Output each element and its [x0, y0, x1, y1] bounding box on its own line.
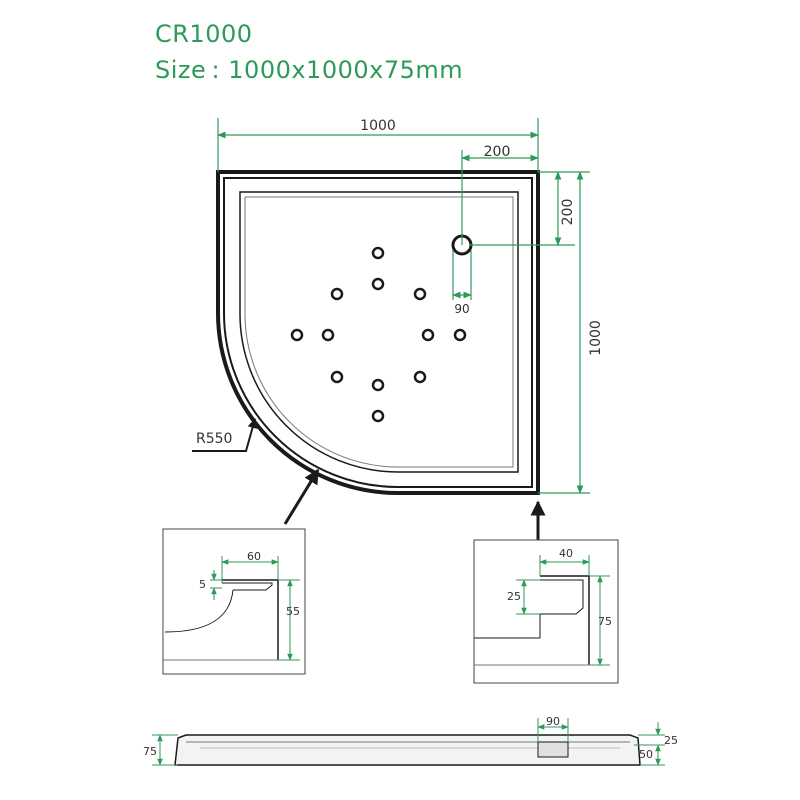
section-detail-right: 40 25 75: [473, 539, 619, 684]
detail-left-depth-label: 55: [286, 605, 300, 618]
side-drain: [537, 741, 569, 758]
jet-nozzle: [453, 328, 467, 342]
drain-diameter-label: 90: [454, 302, 469, 316]
jet-nozzle: [413, 370, 427, 384]
detail-left-lip-label: 5: [199, 578, 206, 591]
detail-right-step-label: 25: [507, 590, 521, 603]
jet-nozzle: [413, 287, 427, 301]
side-top-label: 25: [664, 734, 678, 747]
tray-plan-view: [216, 170, 540, 495]
radius-label: R550: [196, 431, 232, 447]
jet-nozzle: [290, 328, 304, 342]
jet-nozzle: [330, 370, 344, 384]
side-bottom-label: 50: [639, 748, 653, 761]
jet-nozzle: [371, 277, 385, 291]
jet-nozzle: [371, 409, 385, 423]
massage-jets: [290, 246, 467, 423]
detail-right-depth-label: 75: [598, 615, 612, 628]
jet-nozzle: [371, 378, 385, 392]
detail-right-width-label: 40: [559, 547, 573, 560]
tray-inner-rim: [223, 177, 533, 488]
drain-y-dimension-label: 200: [560, 199, 576, 226]
drain-x-dimension-label: 200: [484, 144, 511, 160]
jet-nozzle: [421, 328, 435, 342]
height-dimension-label: 1000: [588, 320, 604, 356]
model-title: CR1000: [155, 20, 253, 48]
detail-left-leader: [283, 468, 320, 525]
jet-nozzle: [371, 246, 385, 260]
section-detail-left: 60 5 55: [162, 528, 306, 675]
tray-basin-edge: [239, 191, 519, 473]
tray-outer-edge: [216, 170, 540, 495]
radius-callout: R550: [192, 418, 258, 452]
jet-nozzle: [330, 287, 344, 301]
detail-left-width-label: 60: [247, 550, 261, 563]
side-drain-label: 90: [546, 715, 560, 728]
side-elevation: 75 90 25 50: [143, 715, 678, 766]
jet-nozzle: [321, 328, 335, 342]
side-height-label: 75: [143, 745, 157, 758]
size-title: Size : 1000x1000x75mm: [155, 56, 464, 84]
width-dimension-label: 1000: [360, 118, 396, 134]
tray-basin-inner: [244, 196, 514, 468]
